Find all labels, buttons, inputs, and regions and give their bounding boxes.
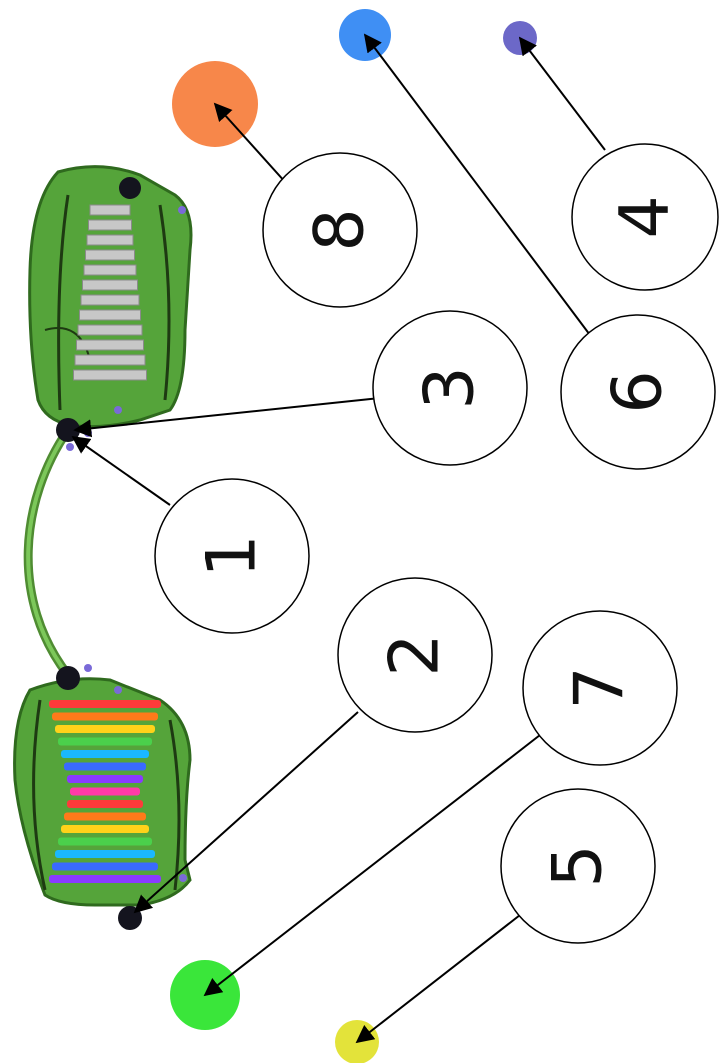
- rainbow-bar: [49, 875, 161, 883]
- callout-2: 2: [337, 577, 493, 733]
- leader-line-5: [355, 914, 521, 1044]
- metal-xylophone-panel: [28, 165, 193, 451]
- rainbow-bar: [64, 812, 146, 821]
- rainbow-bar: [55, 850, 155, 858]
- rainbow-bar: [52, 712, 158, 721]
- bottom-panel-post-top: [56, 666, 80, 690]
- callout-label-6: 6: [599, 370, 678, 413]
- rainbow-bar: [61, 825, 149, 833]
- metal-bar: [73, 369, 147, 381]
- leader-line-3: [73, 397, 381, 438]
- callout-6: 6: [560, 314, 716, 470]
- metal-bar: [80, 294, 140, 306]
- callout-label-2: 2: [376, 633, 455, 676]
- rainbow-bar: [58, 837, 152, 846]
- rainbow-bar: [58, 737, 152, 746]
- callout-label-1: 1: [193, 534, 272, 577]
- callout-label-8: 8: [301, 208, 380, 251]
- callout-1: 1: [154, 478, 310, 634]
- rainbow-bar: [64, 762, 146, 771]
- rainbow-xylophone-panel: [13, 664, 192, 930]
- rainbow-bar: [61, 750, 149, 758]
- callout-label-7: 7: [561, 666, 640, 709]
- callout-label-3: 3: [411, 366, 490, 409]
- leader-line-6: [363, 33, 591, 336]
- metal-bar: [86, 234, 134, 246]
- leader-line-4: [518, 36, 606, 151]
- rainbow-bar: [70, 787, 140, 796]
- rainbow-bar: [55, 725, 155, 733]
- rainbow-bar: [52, 862, 158, 871]
- metal-bar: [83, 264, 137, 276]
- metal-bar: [79, 309, 141, 321]
- metal-bar: [85, 249, 135, 261]
- metal-bar: [89, 204, 131, 216]
- metal-bar: [76, 339, 144, 351]
- rainbow-bar: [67, 800, 143, 808]
- callout-8: 8: [262, 152, 418, 308]
- metal-bar: [88, 219, 132, 231]
- callout-label-4: 4: [606, 195, 685, 238]
- callout-7: 7: [522, 610, 678, 766]
- callout-5: 5: [500, 788, 656, 944]
- leader-line-1: [71, 435, 171, 506]
- leader-line-8: [213, 102, 296, 194]
- leader-line-2: [133, 711, 359, 914]
- leader-line-7: [203, 734, 541, 997]
- rainbow-bar: [67, 775, 143, 783]
- metal-bar: [82, 279, 138, 291]
- metal-bar: [74, 354, 146, 366]
- top-panel-post-top: [119, 177, 141, 199]
- rainbow-bar: [49, 700, 161, 708]
- metal-bar: [77, 324, 143, 336]
- leader-lines: [71, 33, 606, 1044]
- callout-label-5: 5: [539, 844, 618, 887]
- callout-4: 4: [571, 143, 719, 291]
- callout-3: 3: [372, 310, 528, 466]
- connecting-cable-highlight: [26, 428, 70, 677]
